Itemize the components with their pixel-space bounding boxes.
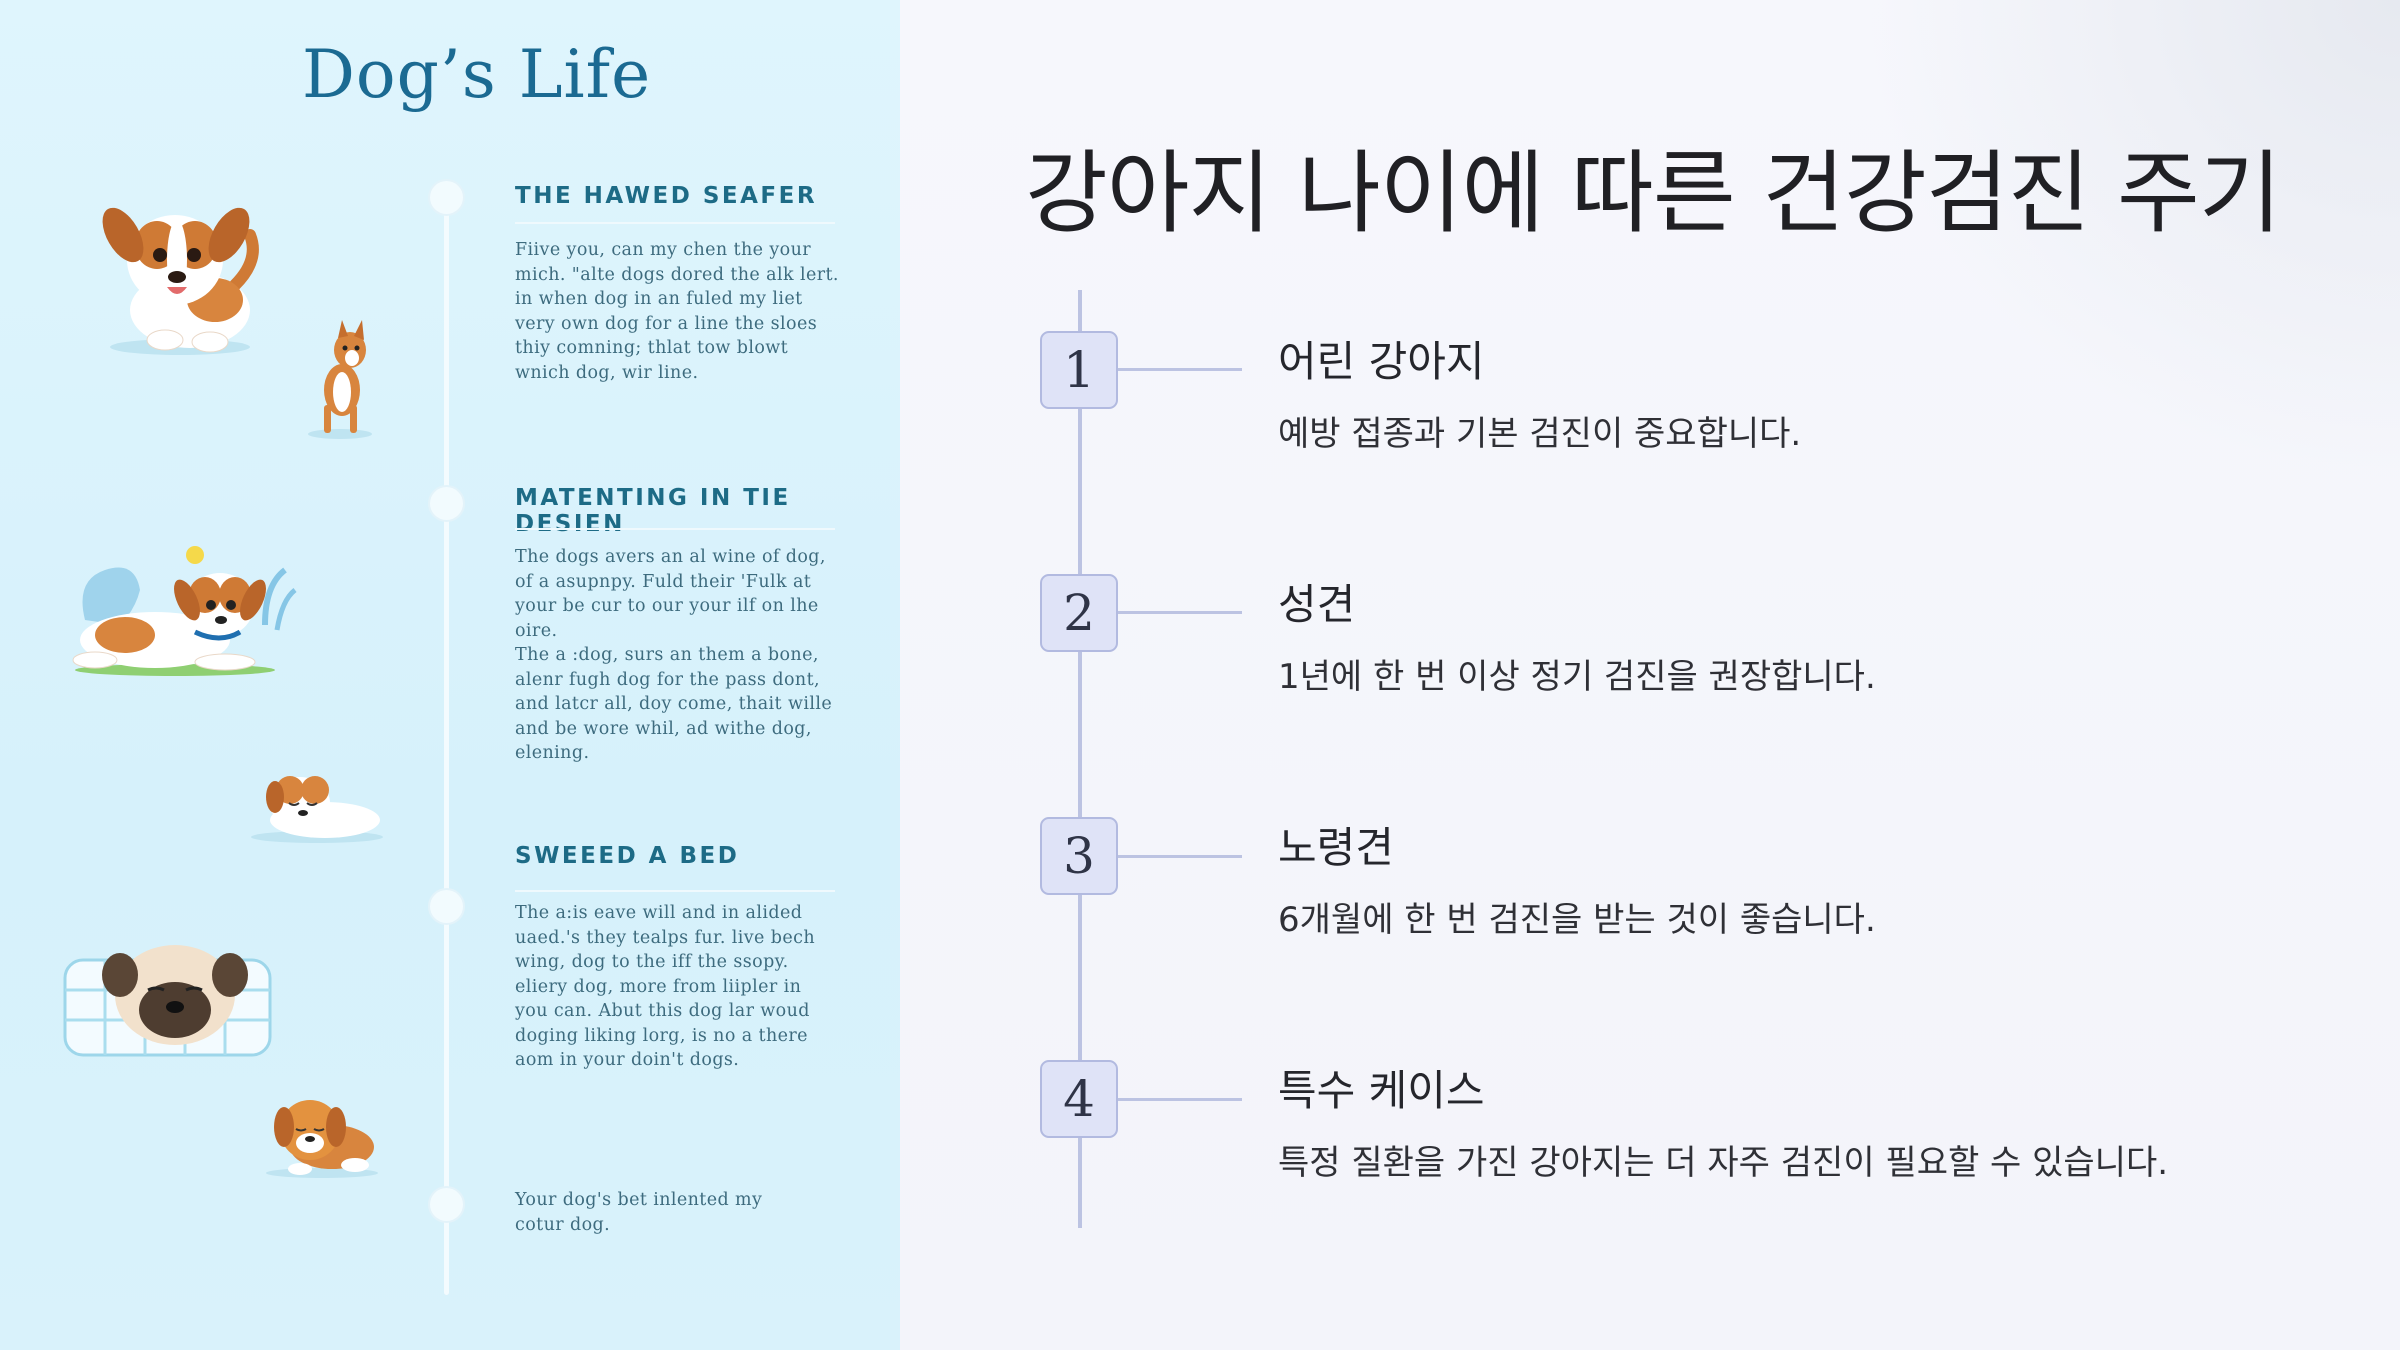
section-heading: MATENTING IN TIE DESIEN [515, 485, 791, 537]
section-body: Your dog's bet inlented my cotur dog. [515, 1190, 763, 1235]
small-dog-standing-illustration [308, 320, 372, 439]
puppy-sitting-illustration [102, 207, 259, 355]
section-body: The a:is eave will and in alided uaed.'s… [515, 903, 815, 1070]
timeline-dot [430, 487, 463, 520]
step-title: 특수 케이스 [1278, 1066, 1485, 1115]
sleepy-puppy-illustration [266, 1100, 378, 1178]
section-heading: THE HAWED SEAFER [515, 183, 818, 209]
timeline-dot [430, 1188, 463, 1221]
section-heading: SWEEED A BED [515, 843, 740, 869]
sleeping-puppy-illustration [251, 776, 383, 843]
puppy-lying-grass-illustration [72, 546, 297, 676]
step-title: 성견 [1278, 580, 1356, 629]
section-body: Fiive you, can my chen the your mich. "a… [515, 240, 839, 383]
step-description: 예방 접종과 기본 검진이 중요합니다. [1278, 414, 1802, 454]
step-number-badge: 2 [1040, 574, 1118, 652]
step-title: 노령견 [1278, 823, 1394, 872]
step-number-badge: 3 [1040, 817, 1118, 895]
timeline-connector [1118, 1098, 1242, 1101]
step-number-badge: 1 [1040, 331, 1118, 409]
section-body: The dogs avers an al wine of dog, of a a… [515, 547, 833, 763]
timeline-connector [1118, 611, 1242, 614]
step-description: 1년에 한 번 이상 정기 검진을 권장합니다. [1278, 657, 1876, 697]
section-divider [515, 528, 835, 530]
page-title: 강아지 나이에 따른 건강검진 주기 [1025, 141, 2282, 246]
step-title: 어린 강아지 [1278, 337, 1485, 386]
timeline-dot [430, 181, 463, 214]
step-description: 6개월에 한 번 검진을 받는 것이 좋습니다. [1278, 900, 1876, 940]
right-content-panel [900, 0, 2400, 1350]
section-divider [515, 890, 835, 892]
left-panel-title: Dog’s Life [302, 36, 652, 113]
step-number-badge: 4 [1040, 1060, 1118, 1138]
timeline-connector [1118, 368, 1242, 371]
left-timeline-line [444, 190, 449, 1295]
timeline-dot [430, 890, 463, 923]
left-illustration-panel: Dog’s Life THE HAWED SEAFER Fiive you, c… [0, 0, 900, 1350]
step-description: 특정 질환을 가진 강아지는 더 자주 검진이 필요할 수 있습니다. [1278, 1143, 2169, 1183]
pug-on-blanket-illustration [63, 945, 272, 1057]
section-divider [515, 222, 835, 224]
timeline-connector [1118, 855, 1242, 858]
timeline-vertical-line [1078, 290, 1082, 1228]
